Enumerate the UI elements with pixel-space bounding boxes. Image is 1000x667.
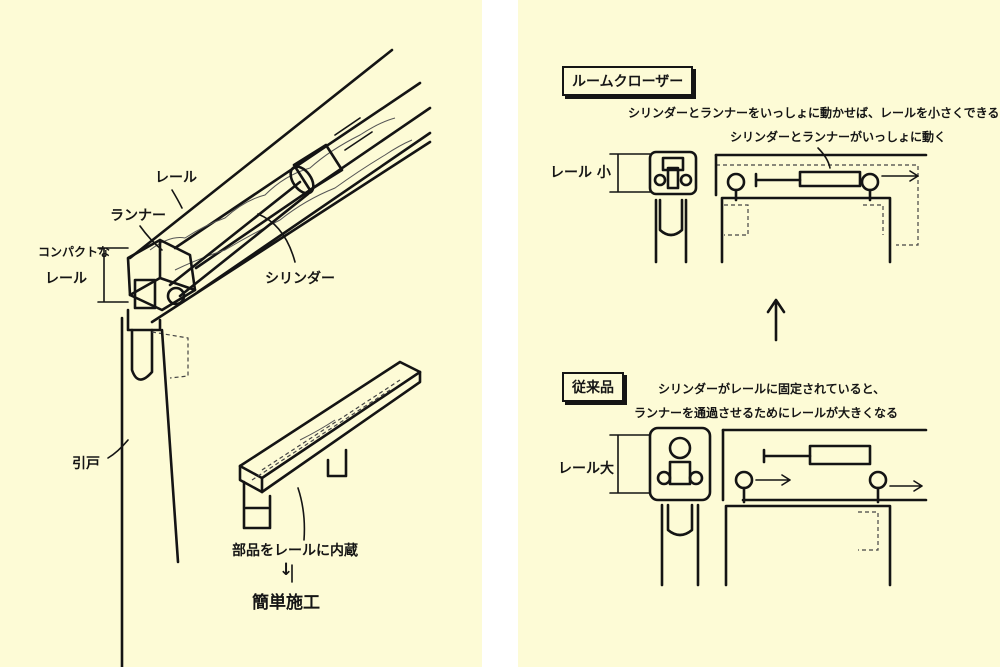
- old-product-description-line2: ランナーを通過させるためにレールが大きくなる: [634, 406, 899, 420]
- comparison-sketch: [609, 147, 928, 587]
- small-rail-label: レール 小: [550, 165, 611, 181]
- new-product-title: ルームクローザー: [562, 66, 694, 96]
- down-arrow-icon: ↓: [279, 560, 294, 580]
- rail-label: レール: [155, 170, 197, 186]
- easy-install-label: 簡単施工: [252, 593, 320, 613]
- old-product-title: 従来品: [562, 372, 624, 402]
- runner-label: ランナー: [110, 208, 166, 224]
- sliding-door-label: 引戸: [72, 456, 100, 472]
- left-panel: レール ランナー コンパクトな レール シリンダー 引戸 部品をレールに内蔵 ↓…: [0, 0, 482, 667]
- parts-in-rail-label: 部品をレールに内蔵: [232, 543, 358, 559]
- compact-rail-label-line1: コンパクトな: [38, 245, 111, 259]
- rail-assembly-sketch: [97, 48, 432, 667]
- new-product-note: シリンダーとランナーがいっしょに動く: [730, 130, 947, 144]
- old-product-description-line1: シリンダーがレールに固定されていると、: [658, 382, 886, 396]
- compact-rail-label-line2: レール: [45, 271, 87, 287]
- large-rail-label: レール大: [558, 461, 614, 477]
- right-panel: ルームクローザー シリンダーとランナーをいっしょに動かせば、レールを小さくできる…: [518, 0, 1000, 667]
- cylinder-label: シリンダー: [265, 271, 335, 287]
- new-product-description: シリンダーとランナーをいっしょに動かせば、レールを小さくできる: [628, 106, 1000, 120]
